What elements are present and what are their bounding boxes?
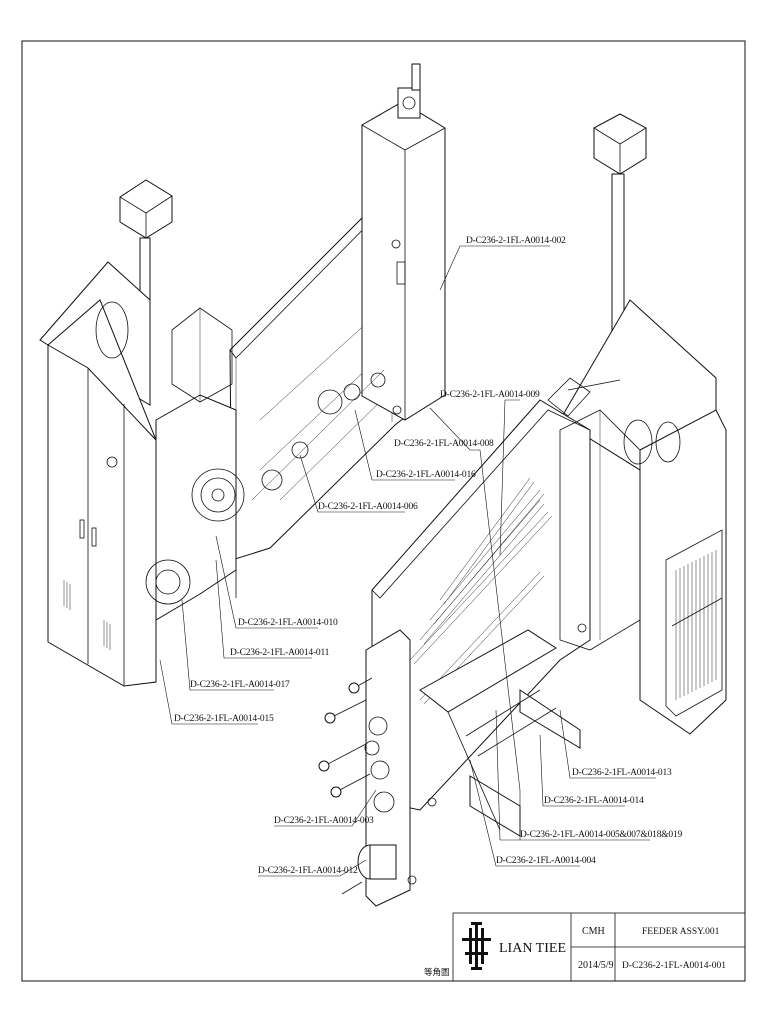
company-logo bbox=[462, 922, 491, 970]
callout-005-007-018-019: D-C236-2-1FL-A0014-005&007&018&019 bbox=[520, 830, 683, 840]
callout-006: D-C236-2-1FL-A0014-006 bbox=[318, 502, 418, 512]
drawing-date: 2014/5/9 bbox=[578, 960, 614, 971]
company-name: LIAN TIEE bbox=[499, 941, 566, 956]
callout-003: D-C236-2-1FL-A0014-003 bbox=[274, 816, 374, 826]
drawing-number: D-C236-2-1FL-A0014-001 bbox=[622, 961, 726, 971]
leader-lines bbox=[159, 245, 656, 877]
callout-011: D-C236-2-1FL-A0014-011 bbox=[230, 648, 330, 658]
sheet-border bbox=[21, 40, 746, 982]
callout-002: D-C236-2-1FL-A0014-002 bbox=[466, 236, 566, 246]
callout-004: D-C236-2-1FL-A0014-004 bbox=[496, 856, 596, 866]
callout-labels: D-C236-2-1FL-A0014-002 D-C236-2-1FL-A001… bbox=[174, 236, 683, 876]
callout-014: D-C236-2-1FL-A0014-014 bbox=[544, 796, 644, 806]
callout-015: D-C236-2-1FL-A0014-015 bbox=[174, 714, 274, 724]
callout-010: D-C236-2-1FL-A0014-010 bbox=[238, 618, 338, 628]
callout-008: D-C236-2-1FL-A0014-008 bbox=[394, 439, 494, 449]
right-processing-machine bbox=[318, 113, 727, 907]
callout-013: D-C236-2-1FL-A0014-013 bbox=[572, 768, 672, 778]
callout-016: D-C236-2-1FL-A0014-016 bbox=[376, 470, 476, 480]
drawing-title: FEEDER ASSY.001 bbox=[642, 927, 720, 937]
left-feeder-machine bbox=[39, 63, 446, 687]
callout-017: D-C236-2-1FL-A0014-017 bbox=[190, 680, 290, 690]
callout-009: D-C236-2-1FL-A0014-009 bbox=[440, 390, 540, 400]
drawn-by: CMH bbox=[582, 926, 605, 937]
callout-012: D-C236-2-1FL-A0014-012 bbox=[258, 866, 358, 876]
view-note: 等角圖 bbox=[424, 967, 450, 977]
title-block: LIAN TIEE CMH 2014/5/9 FEEDER ASSY.001 D… bbox=[424, 912, 746, 982]
